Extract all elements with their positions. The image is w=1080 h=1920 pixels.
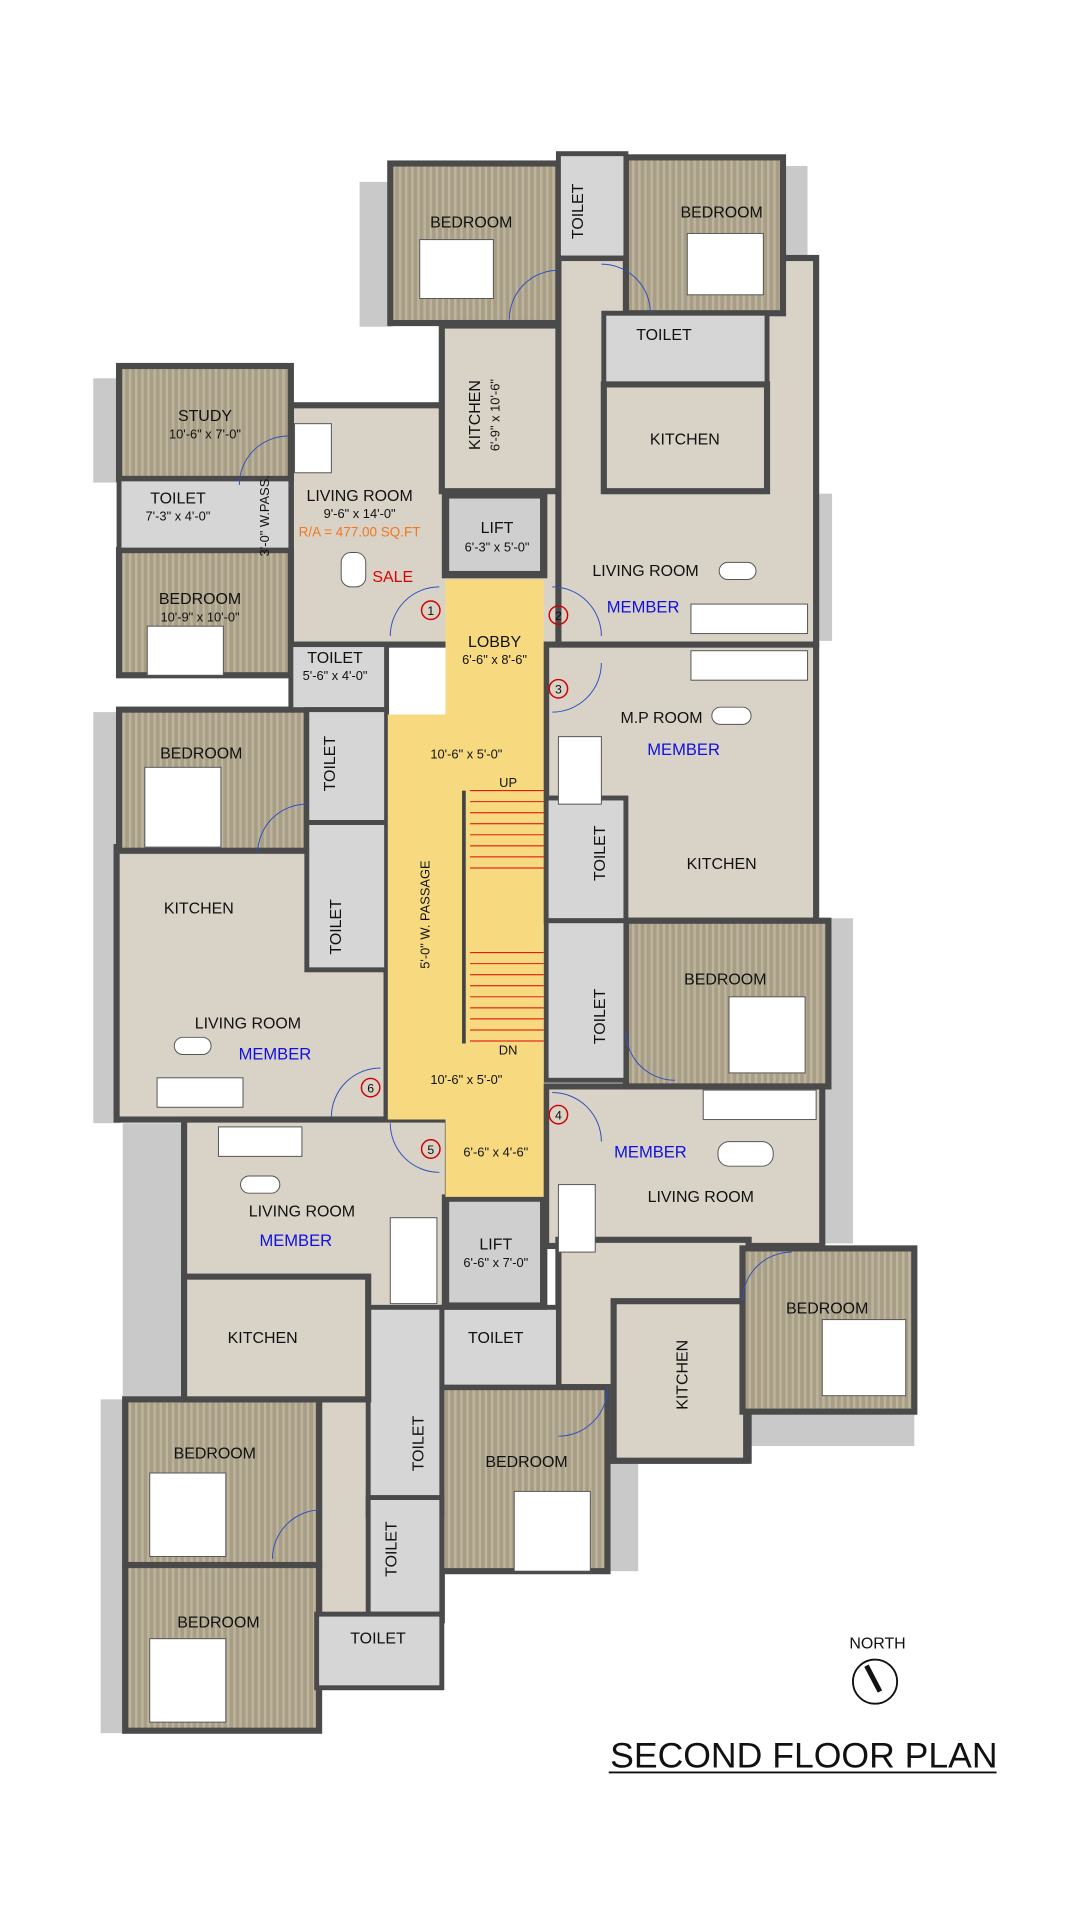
svg-text:4: 4 [555, 1109, 562, 1123]
label-toilet: TOILET [150, 490, 206, 507]
svg-text:2: 2 [555, 609, 562, 623]
label-bedroom: BEDROOM [485, 1454, 567, 1471]
label-bedroom: BEDROOM [680, 205, 762, 222]
svg-text:1: 1 [427, 604, 434, 618]
label-member: MEMBER [647, 740, 720, 759]
label-living-room: LIVING ROOM [306, 488, 412, 505]
label-study-dim: 10'-6" x 7'-0" [169, 426, 241, 441]
label-toilet: TOILET [307, 650, 363, 667]
label-toilet: TOILET [592, 825, 609, 881]
label-toilet-dim: 5'-6" x 4'-0" [303, 668, 368, 683]
label-bedroom: BEDROOM [160, 746, 242, 763]
door-number-6: 6 [360, 1077, 381, 1098]
label-mp-room: M.P ROOM [620, 710, 702, 727]
label-member: MEMBER [607, 598, 680, 617]
label-kitchen-dim: 6'-9" x 10'-6" [488, 379, 503, 451]
label-member: MEMBER [259, 1231, 332, 1250]
north-label: NORTH [849, 1636, 905, 1653]
label-toilet-dim: 7'-3" x 4'-0" [146, 509, 211, 524]
label-kitchen: KITCHEN [164, 900, 234, 917]
label-bedroom: BEDROOM [786, 1300, 868, 1317]
label-toilet: TOILET [350, 1631, 406, 1648]
label-lobby-dim: 6'-6" x 8'-6" [462, 652, 527, 667]
label-bedroom-dim: 10'-9" x 10'-0" [160, 609, 240, 624]
label-bedroom: BEDROOM [430, 214, 512, 231]
label-kitchen: KITCHEN [687, 856, 757, 873]
label-bedroom: BEDROOM [684, 972, 766, 989]
label-living-room: LIVING ROOM [195, 1016, 301, 1033]
label-toilet: TOILET [636, 327, 692, 344]
label-bedroom: BEDROOM [159, 591, 241, 608]
label-dn: DN [499, 1043, 518, 1058]
room-labels: BEDROOM BEDROOM TOILET TOILET KITCHEN KI… [146, 183, 869, 1647]
staircase [462, 790, 544, 1044]
svg-text:6: 6 [367, 1082, 374, 1096]
label-kitchen: KITCHEN [467, 380, 484, 450]
door-numbers: 1 2 3 4 5 6 [360, 600, 569, 1159]
label-toilet: TOILET [592, 988, 609, 1044]
label-up: UP [499, 775, 517, 790]
plan-title: SECOND FLOOR PLAN [610, 1736, 998, 1776]
door-number-3: 3 [548, 678, 569, 699]
door-number-4: 4 [548, 1104, 569, 1125]
label-area: R/A = 477.00 SQ.FT [299, 525, 421, 540]
label-toilet: TOILET [383, 1521, 400, 1577]
label-passage: 5'-0" W. PASSAGE [418, 860, 433, 969]
svg-text:5: 5 [427, 1143, 434, 1157]
label-living-room: LIVING ROOM [648, 1189, 754, 1206]
door-number-2: 2 [548, 605, 569, 626]
label-living-room: LIVING ROOM [249, 1204, 355, 1221]
label-kitchen: KITCHEN [674, 1340, 691, 1410]
label-study: STUDY [178, 408, 232, 425]
label-kitchen: KITCHEN [650, 432, 720, 449]
balconies [93, 165, 915, 1734]
svg-text:3: 3 [555, 683, 562, 697]
label-passage-dim: 10'-6" x 5'-0" [430, 1072, 502, 1087]
label-living-dim: 9'-6" x 14'-0" [324, 506, 396, 521]
label-living-room: LIVING ROOM [592, 563, 698, 580]
furniture [144, 232, 907, 1723]
label-sale: SALE [372, 569, 413, 586]
label-lift: LIFT [481, 520, 514, 537]
label-kitchen: KITCHEN [228, 1330, 298, 1347]
label-toilet: TOILET [322, 736, 339, 792]
door-number-5: 5 [420, 1139, 441, 1159]
label-toilet: TOILET [468, 1330, 524, 1347]
rooms [113, 151, 918, 1734]
label-lift-dim: 6'-3" x 5'-0" [465, 539, 530, 554]
label-bedroom: BEDROOM [174, 1445, 256, 1462]
label-member: MEMBER [239, 1044, 312, 1063]
lobby-core [387, 579, 544, 1197]
label-toilet: TOILET [570, 183, 587, 239]
label-lobby: LOBBY [468, 634, 522, 651]
label-passage-dim: 10'-6" x 5'-0" [430, 747, 502, 762]
label-member: MEMBER [614, 1143, 687, 1162]
door-number-1: 1 [420, 600, 441, 621]
label-toilet: TOILET [410, 1416, 427, 1472]
north-arrow: NORTH [849, 1636, 906, 1705]
label-lift-dim: 6'-6" x 7'-0" [463, 1255, 528, 1270]
label-toilet: TOILET [328, 899, 345, 955]
label-wpass: 3'-0" W.PASS. [257, 475, 272, 556]
label-bedroom: BEDROOM [177, 1615, 259, 1632]
label-lobby-dim: 6'-6" x 4'-6" [463, 1144, 528, 1159]
door-swings [238, 263, 792, 1559]
label-lift: LIFT [479, 1237, 512, 1254]
